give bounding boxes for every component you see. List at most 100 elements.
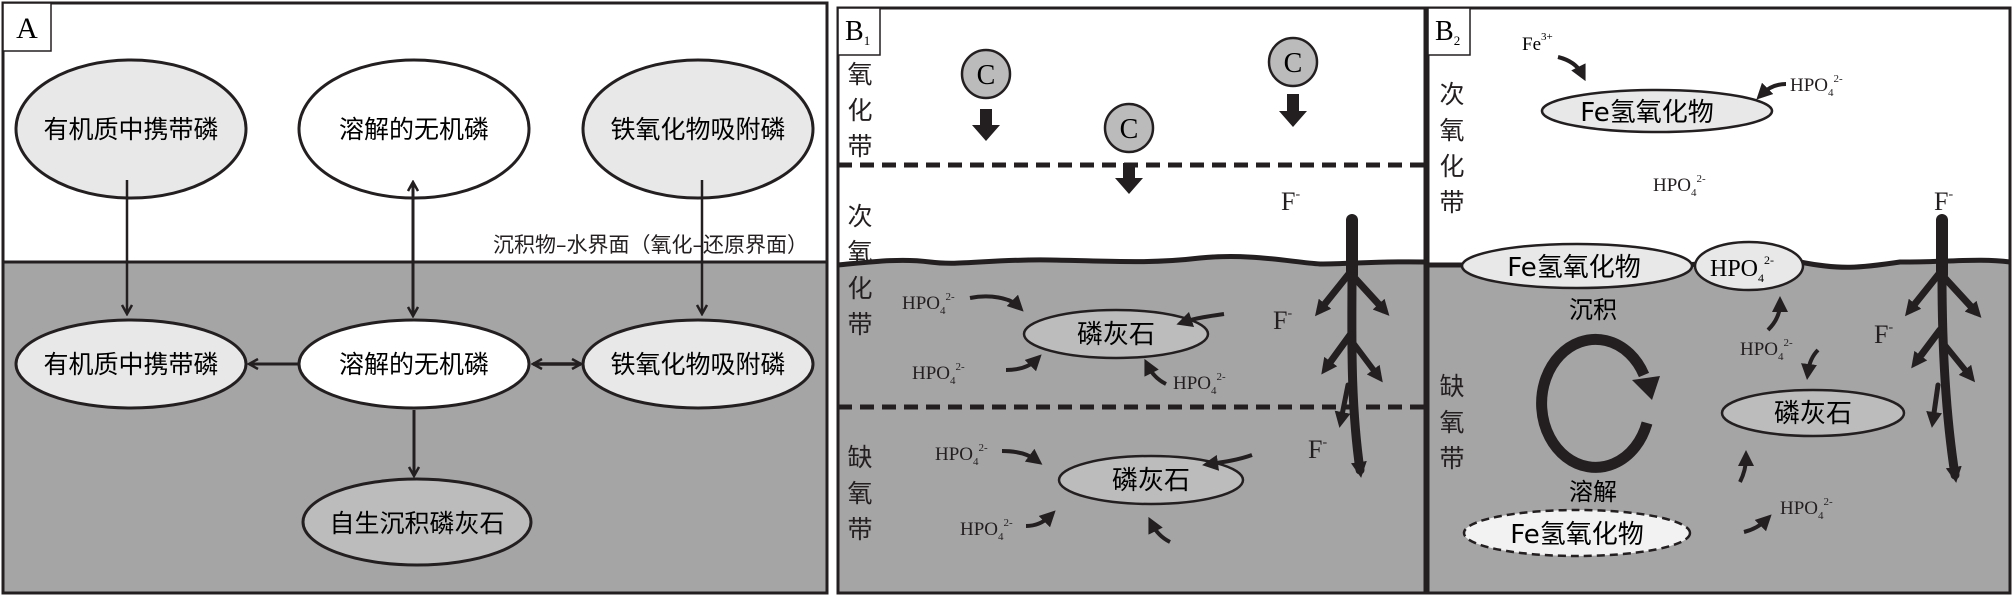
b1-suboxic-char-1: 次	[847, 202, 872, 231]
panel-b1-border	[836, 6, 1427, 595]
panel-a-border	[1, 1, 829, 595]
carbon-sink-arrow-icon	[1279, 94, 1307, 127]
curved-arrow-icon	[1737, 450, 1754, 483]
b1-suboxic-char-3: 化	[847, 274, 872, 303]
lower-organic-p-node	[14, 318, 248, 410]
curved-arrow-icon	[1766, 296, 1788, 332]
curved-arrow-icon	[1148, 516, 1171, 544]
upper-iron-p-node	[581, 58, 815, 200]
carbon-particle-3: C	[1267, 36, 1319, 127]
carbon-particle-2: C	[1103, 102, 1155, 194]
panel-b1-label-box	[837, 7, 881, 56]
b2-suboxic-char-3: 化	[1439, 152, 1464, 181]
b2-cycle-arrow-icon	[1536, 333, 1660, 473]
panel-b2-border	[1426, 6, 2012, 595]
curved-arrow-icon	[1176, 311, 1225, 328]
upper-organic-p-label: 有机质中携带磷	[43, 115, 218, 144]
b2-anoxic-char-1: 缺	[1439, 372, 1464, 401]
b2-fe-hydroxide-dissolving-label: Fe氢氧化物	[1510, 520, 1644, 550]
b1-phosphate-label-3: HPO42-	[1173, 371, 1226, 397]
carbon-sink-arrow-icon	[972, 109, 1000, 141]
b2-fe-hydroxide-interface-label: Fe氢氧化物	[1507, 253, 1641, 283]
b2-suboxic-char-4: 带	[1439, 188, 1464, 217]
b2-fluoride-root-icon	[1905, 214, 1982, 483]
panel-a: A 沉积物–水界面（氧化–还原界面） 有机质中携带磷 溶解的无机磷 铁氧化物吸附…	[1, 1, 829, 595]
curved-arrow-icon	[1801, 348, 1820, 380]
upper-organic-p-node	[14, 58, 248, 200]
curved-arrow-icon	[1756, 82, 1787, 100]
b2-fe-hydroxide-dissolving	[1462, 508, 1692, 558]
panel-a-label: A	[16, 12, 38, 45]
panel-b1-sediment	[838, 256, 1425, 593]
b2-fe-hydroxide-upper-label: Fe氢氧化物	[1580, 98, 1714, 128]
b1-suboxic-char-2: 氧	[847, 238, 872, 267]
b2-phosphate-interface	[1693, 240, 1805, 292]
authigenic-apatite-label: 自生沉积磷灰石	[329, 509, 504, 538]
b2-phosphate-label-top: HPO42-	[1790, 73, 1843, 99]
b1-oxic-char-1: 氧	[847, 60, 872, 89]
upper-dissolved-p-label: 溶解的无机磷	[339, 115, 489, 144]
b1-fluoride-mid: F-	[1273, 306, 1292, 335]
b2-phosphate-label-mid: HPO42-	[1740, 337, 1793, 363]
b1-apatite-suboxic	[1022, 308, 1210, 360]
curved-arrow-icon	[1005, 354, 1042, 372]
curved-arrow-icon	[1557, 55, 1586, 82]
b1-phosphate-label-4: HPO42-	[935, 442, 988, 468]
b2-fe-hydroxide-upper	[1540, 88, 1774, 134]
b2-dissolution-label: 溶解	[1569, 478, 1617, 506]
panel-b1-interface-line	[837, 254, 1426, 268]
curved-arrow-icon	[1743, 514, 1772, 534]
panel-b2-label-box	[1427, 7, 1471, 56]
curved-arrow-icon	[1202, 453, 1253, 471]
curved-arrow-icon	[1001, 448, 1043, 465]
lower-iron-p-node	[581, 318, 815, 410]
b1-apatite-anoxic-label: 磷灰石	[1112, 466, 1190, 496]
svg-text:C: C	[977, 60, 996, 91]
b2-fe-hydroxide-interface	[1460, 242, 1694, 290]
b2-anoxic-char-3: 带	[1439, 444, 1464, 473]
b2-suboxic-char-2: 氧	[1439, 116, 1464, 145]
b2-fluoride-mid: F-	[1874, 320, 1893, 349]
authigenic-apatite-node	[301, 477, 533, 567]
b2-apatite-label: 磷灰石	[1774, 399, 1852, 429]
carbon-particle-1: C	[960, 48, 1012, 141]
b2-apatite	[1720, 388, 1906, 438]
b2-phosphate-label-bottom: HPO42-	[1780, 496, 1833, 522]
panel-b1: B1 氧 化 带 次 氧 化 带 缺 氧 带 C C C	[836, 6, 1427, 595]
b2-phosphate-label-water: HPO42-	[1653, 173, 1706, 199]
b1-fluoride-root-icon	[1315, 214, 1390, 478]
interface-label: 沉积物–水界面（氧化–还原界面）	[493, 233, 808, 257]
b1-apatite-anoxic	[1057, 454, 1245, 506]
lower-dissolved-p-label: 溶解的无机磷	[339, 350, 489, 379]
b1-fluoride-bottom: F-	[1308, 435, 1327, 464]
b1-suboxic-char-4: 带	[847, 310, 872, 339]
b1-fluoride-top: F-	[1281, 187, 1300, 216]
panel-b2: B2 次 氧 化 带 缺 氧 带 Fe3+ Fe氢氧化物 HPO42- HPO4…	[1426, 6, 2012, 595]
upper-iron-p-label: 铁氧化物吸附磷	[610, 115, 785, 144]
b1-phosphate-label-2: HPO42-	[912, 361, 965, 387]
b1-anoxic-char-3: 带	[847, 515, 872, 544]
b1-phosphate-label-5: HPO42-	[960, 517, 1013, 543]
panel-b2-label: B2	[1435, 16, 1460, 48]
b1-anoxic-char-2: 氧	[847, 479, 872, 508]
b1-phosphate-label-1: HPO42-	[902, 291, 955, 317]
panel-b1-label: B1	[845, 16, 870, 48]
b2-anoxic-char-2: 氧	[1439, 408, 1464, 437]
lower-organic-p-label: 有机质中携带磷	[43, 350, 218, 379]
b2-flux-arrows	[1557, 55, 1820, 534]
b1-oxic-char-2: 化	[847, 96, 872, 125]
b2-fluoride-top: F-	[1934, 187, 1953, 216]
b2-deposition-label: 沉积	[1569, 296, 1617, 324]
curved-arrow-icon	[969, 294, 1024, 312]
curved-arrow-icon	[1144, 358, 1167, 386]
b2-phosphate-interface-label: HPO42-	[1710, 253, 1774, 285]
b1-flux-arrows	[969, 294, 1253, 544]
svg-text:C: C	[1120, 114, 1139, 145]
panel-a-label-box	[2, 2, 52, 52]
curved-arrow-icon	[1025, 510, 1056, 528]
carbon-sink-arrow-icon	[1115, 163, 1143, 194]
b1-oxic-char-3: 带	[847, 132, 872, 161]
b1-anoxic-char-1: 缺	[847, 443, 872, 472]
lower-iron-p-label: 铁氧化物吸附磷	[610, 350, 785, 379]
